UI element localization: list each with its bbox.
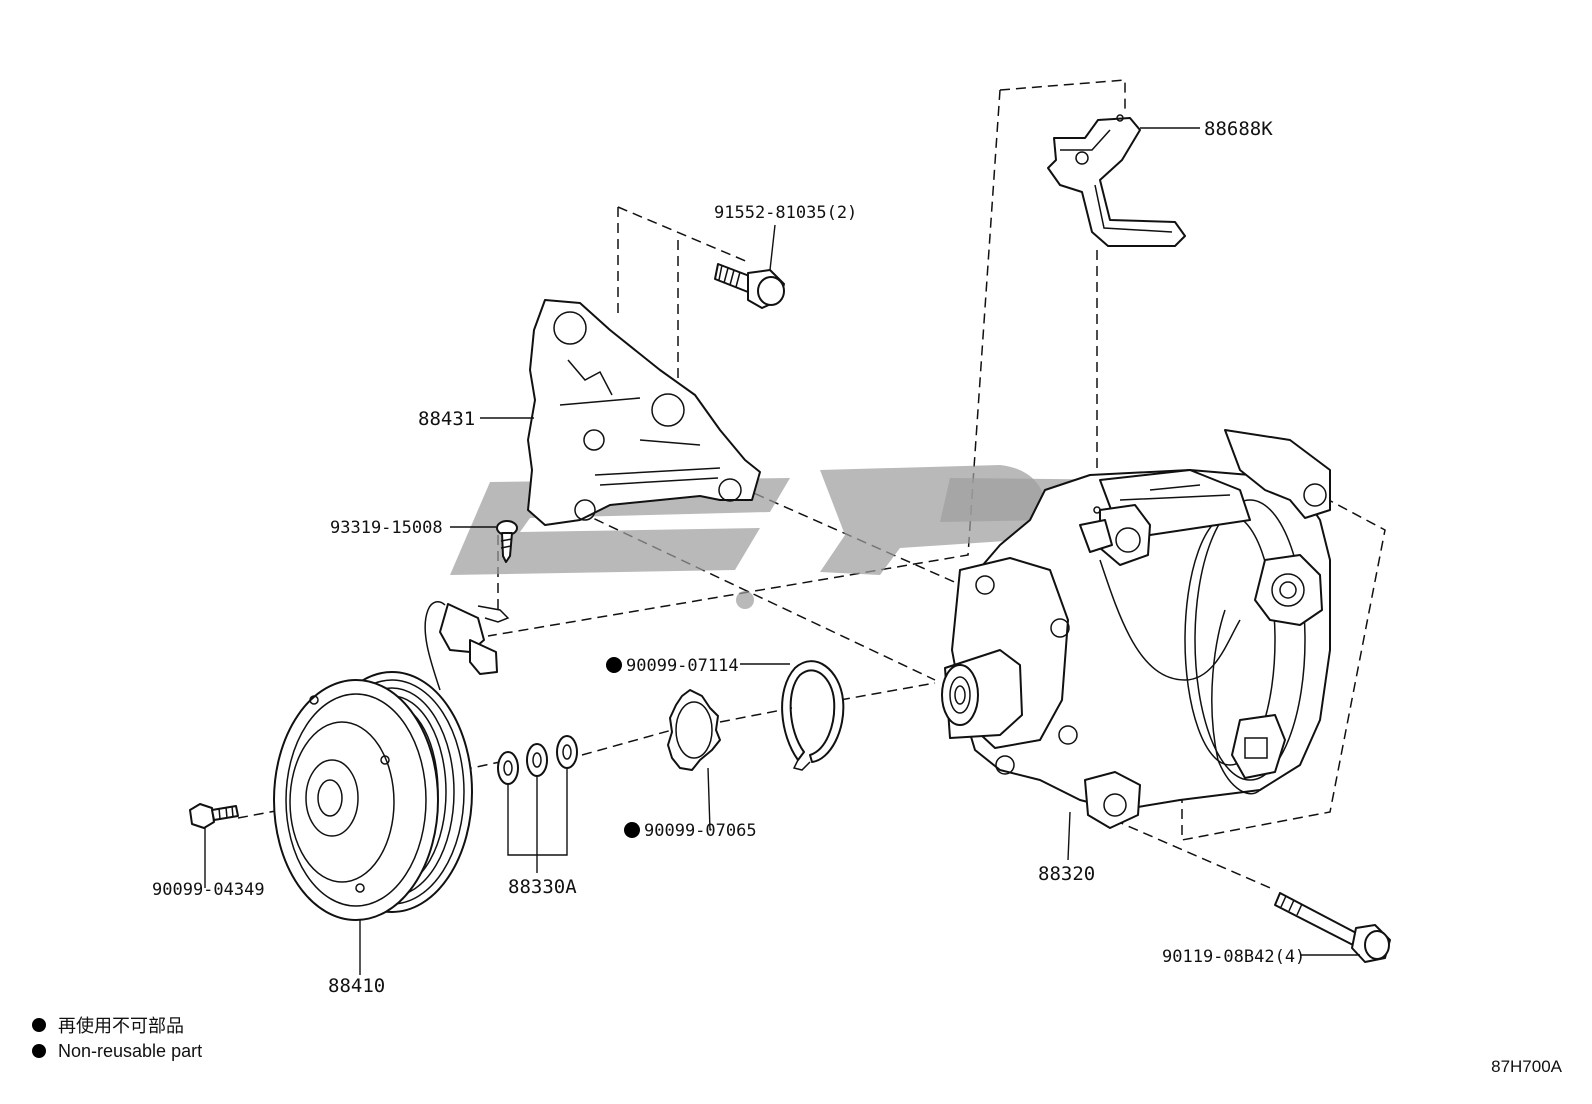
snap-ring-90099-07114[interactable] [781,660,845,771]
bolt-90099-04349[interactable] [189,803,239,829]
label-retainer-group: 90099-07065 [624,821,757,841]
bolt-91552[interactable] [714,263,785,309]
bracket-88431[interactable] [527,299,761,526]
clutch-wire-connector[interactable] [424,600,510,691]
shims-88330a[interactable] [497,735,578,785]
non-reusable-dot-icon [32,1044,46,1058]
bracket-clamp-88688k[interactable] [1047,114,1186,247]
label-88320: 88320 [1038,863,1095,885]
figure-code: 87H700A [1491,1057,1562,1076]
label-90119: 90119-08B42(4) [1162,947,1305,967]
legend-row-en: Non-reusable part [32,1038,202,1064]
label-88410: 88410 [328,975,385,997]
label-snap-ring-group: 90099-07114 [606,656,739,676]
label-88330a: 88330A [508,876,577,898]
label-91552: 91552-81035(2) [714,203,857,223]
label-90099-07065: 90099-07065 [644,821,757,841]
non-reusable-marker-icon [624,822,640,838]
part-labels: 88688K 91552-81035(2) 88431 93319-15008 … [152,118,1305,997]
legend-text-jp: 再使用不可部品 [58,1016,184,1036]
legend-text-en: Non-reusable part [58,1040,203,1061]
mount-bolt-90119[interactable] [1274,892,1391,963]
label-93319: 93319-15008 [330,518,443,538]
legend: 再使用不可部品 Non-reusable part [32,1012,202,1064]
clutch-pulley-88410[interactable] [273,671,473,921]
legend-row-jp: 再使用不可部品 [32,1012,202,1038]
non-reusable-dot-icon [32,1018,46,1032]
compressor-88320[interactable] [941,429,1331,829]
label-88688k: 88688K [1204,118,1273,140]
non-reusable-marker-icon [606,657,622,673]
label-90099-07114: 90099-07114 [626,656,739,676]
label-90099-04349: 90099-04349 [152,880,265,900]
leader-lines [204,127,1360,975]
bolt-93319[interactable] [496,520,518,563]
label-88431: 88431 [418,408,475,430]
retainer-90099-07065[interactable] [667,689,721,771]
